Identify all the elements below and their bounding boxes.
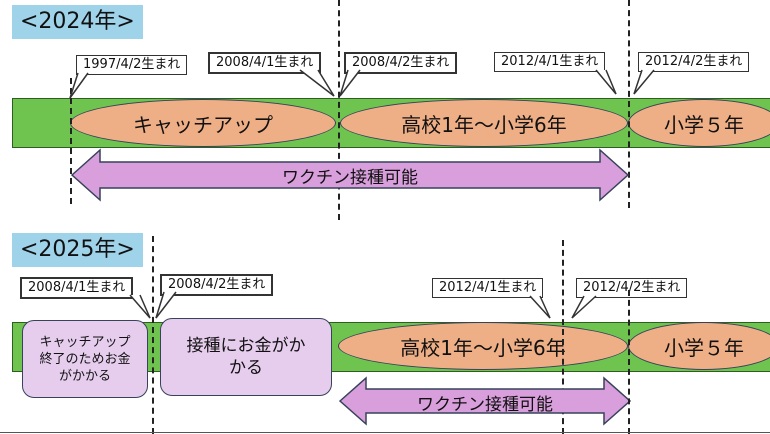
callout-2012-4-1-2024: 2012/4/1生まれ (494, 52, 606, 72)
callout-pointer-2012-4-1-2025 (529, 295, 551, 319)
vaccination-arrow-2025 (338, 376, 632, 426)
year-label-2025: <2025年> (12, 233, 143, 267)
oval-elem5-2025: 小学５年 (628, 322, 770, 370)
callout-pointer-2008-4-1-2024 (299, 69, 335, 97)
callout-2012-4-1-2025: 2012/4/1生まれ (432, 278, 544, 298)
boundary-line-2012-right-2025 (628, 290, 630, 434)
vaccination-label-2024: ワクチン接種可能 (282, 168, 418, 188)
box-catchup-ended-2025: キャッチアップ 終了のためお金 がかかる (22, 320, 148, 398)
callout-pointer-2008-4-2-2024 (339, 69, 361, 97)
boundary-line-1997 (70, 78, 72, 204)
callout-2008-4-1-2025: 2008/4/1生まれ (20, 277, 134, 299)
callout-2008-4-2-2025: 2008/4/2生まれ (160, 274, 274, 296)
callout-2012-4-2-2025: 2012/4/2生まれ (576, 278, 688, 298)
callout-pointer-1997 (69, 72, 89, 99)
oval-elem5-2024: 小学５年 (628, 99, 770, 147)
callout-2012-4-2-2024: 2012/4/2生まれ (638, 52, 750, 72)
boundary-line-2008-2025 (152, 236, 154, 434)
boundary-line-2008 (338, 0, 340, 220)
callout-pointer-2012-4-2-2024 (633, 69, 655, 95)
callout-2008-4-2-2024: 2008/4/2生まれ (344, 52, 458, 74)
callout-2008-4-1-2024: 2008/4/1生まれ (208, 52, 322, 74)
vaccination-arrow-2024 (70, 148, 630, 202)
callout-pointer-2012-4-2-2025 (571, 295, 597, 319)
callout-pointer-2012-4-1-2024 (595, 69, 617, 95)
oval-high1-elem6-2025: 高校1年～小学6年 (338, 322, 628, 370)
year-label-2024: <2024年> (12, 5, 143, 39)
boundary-line-2012 (628, 0, 630, 208)
callout-pointer-2008-4-2-2025 (155, 291, 177, 319)
bottom-rule (0, 432, 770, 433)
vaccination-label-2025: ワクチン接種可能 (417, 395, 553, 415)
box-costly-2025: 接種にお金がか かる (160, 318, 332, 396)
oval-high1-elem6-2024: 高校1年～小学6年 (340, 99, 628, 147)
callout-pointer-2008-4-1-2025 (129, 294, 151, 319)
callout-1997-4-2-2024: 1997/4/2生まれ (76, 55, 188, 75)
oval-catchup-2024: キャッチアップ (70, 99, 336, 147)
boundary-line-2012-left-2025 (562, 240, 564, 434)
